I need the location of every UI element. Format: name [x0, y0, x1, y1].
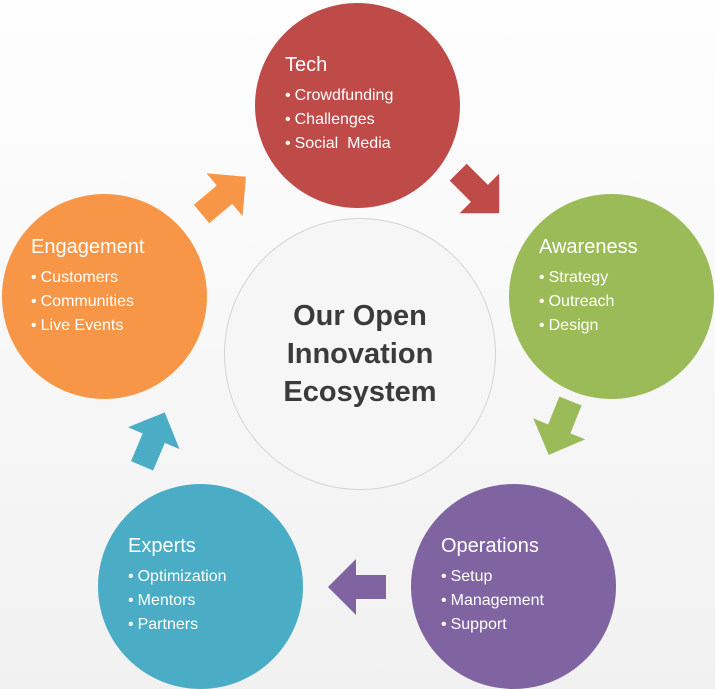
- node-item: Optimization: [128, 565, 227, 589]
- node-tech: Tech Crowdfunding Challenges Social Medi…: [255, 3, 460, 208]
- node-item: Outreach: [539, 290, 638, 314]
- center-title: Our Open Innovation Ecosystem: [283, 297, 436, 411]
- arrow-operations-to-experts: [328, 559, 386, 615]
- center-circle: Our Open Innovation Ecosystem: [224, 218, 496, 490]
- node-item-list: Setup Management Support: [441, 565, 544, 637]
- arrow-experts-to-engagement: [128, 412, 180, 471]
- node-experts: Experts Optimization Mentors Partners: [98, 484, 303, 689]
- node-item: Mentors: [128, 589, 227, 613]
- node-item-list: Strategy Outreach Design: [539, 266, 638, 338]
- node-item-list: Customers Communities Live Events: [31, 266, 144, 338]
- node-title: Engagement: [31, 236, 145, 258]
- node-item: Customers: [31, 266, 144, 290]
- node-item: Setup: [441, 565, 544, 589]
- node-awareness: Awareness Strategy Outreach Design: [509, 194, 714, 399]
- node-item: Crowdfunding: [285, 84, 394, 108]
- node-item: Strategy: [539, 266, 638, 290]
- node-engagement: Engagement Customers Communities Live Ev…: [2, 194, 207, 399]
- center-title-line: Ecosystem: [283, 376, 437, 408]
- node-item: Design: [539, 314, 638, 338]
- node-operations: Operations Setup Management Support: [411, 484, 616, 689]
- node-item: Support: [441, 613, 544, 637]
- node-item: Challenges: [285, 108, 393, 132]
- node-item: Communities: [31, 290, 144, 314]
- arrow-awareness-to-operations: [533, 396, 586, 455]
- node-item: Management: [441, 589, 544, 613]
- node-item: Social Media: [285, 132, 393, 156]
- node-item: Live Events: [31, 314, 144, 338]
- node-item-list: Crowdfunding Challenges Social Media: [285, 84, 394, 156]
- node-title: Operations: [441, 535, 539, 557]
- node-item-list: Optimization Mentors Partners: [128, 565, 227, 637]
- center-title-line: Our Open: [293, 300, 427, 332]
- node-item: Partners: [128, 613, 227, 637]
- arrow-tech-to-awareness: [449, 163, 500, 214]
- center-title-line: Innovation: [286, 338, 434, 370]
- arrow-engagement-to-tech: [193, 173, 246, 224]
- node-title: Tech: [285, 54, 328, 76]
- node-title: Experts: [128, 535, 196, 557]
- node-title: Awareness: [539, 236, 638, 258]
